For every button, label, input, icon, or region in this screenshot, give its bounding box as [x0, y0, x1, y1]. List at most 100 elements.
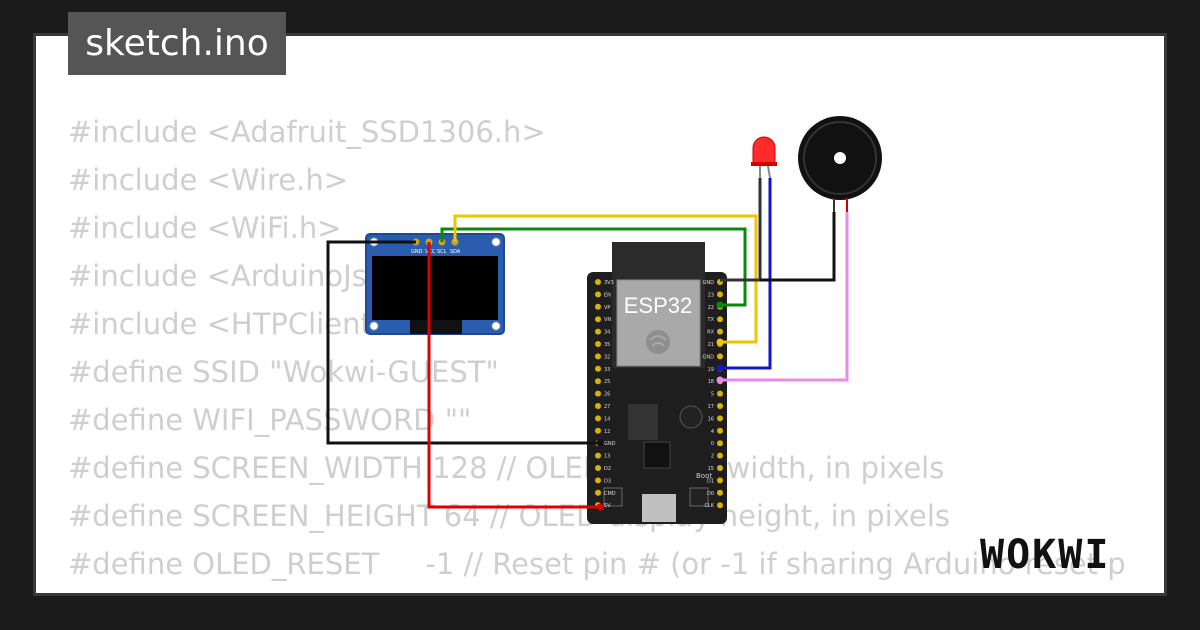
esp32-right-pin-label: 22: [708, 305, 714, 311]
code-line: #include <WiFi.h>: [68, 211, 342, 245]
code-line: #define SSID "Wokwi-GUEST": [68, 355, 499, 389]
esp32-left-pin-hole[interactable]: [595, 365, 601, 372]
esp32-left-pin-label: 26: [604, 392, 610, 398]
esp32-left-pin-label: VP: [604, 305, 610, 311]
esp32-right-pin-hole[interactable]: [717, 316, 723, 323]
wire-oled-vcc: [427, 242, 600, 509]
esp32-left-pin-label: 5V: [604, 503, 611, 509]
esp32-left-pin-label: D2: [604, 466, 611, 472]
en-button[interactable]: [603, 487, 623, 507]
esp32-left-pin-hole[interactable]: [595, 353, 601, 360]
wire-oled-scl: [440, 227, 747, 307]
esp32-right-pin-hole[interactable]: [717, 502, 723, 509]
esp32-left-pin-hole[interactable]: [595, 279, 601, 285]
sketch-filename: sketch.ino: [68, 12, 286, 75]
esp32-left-pin-hole[interactable]: [595, 452, 601, 459]
esp32-right-pin-hole[interactable]: [717, 440, 723, 447]
wires: [326, 178, 849, 509]
esp32-right-pin-hole[interactable]: [717, 427, 723, 434]
esp32-right-pin-hole[interactable]: [717, 477, 723, 484]
oled-pin-scl: SCL: [437, 249, 447, 255]
code-line: #include <HTPClient: [68, 307, 372, 341]
wire-buzzer-signal: [720, 212, 849, 382]
wire-oled-sda: [453, 214, 758, 344]
esp32-left-pin-hole[interactable]: [595, 427, 601, 434]
esp32-right-pin-hole[interactable]: [717, 452, 723, 459]
wire-oled-gnd: [326, 240, 600, 445]
esp32-left-pin-hole[interactable]: [595, 328, 601, 335]
code-line: #define OLED_RESET -1 // Reset pin # (or…: [68, 547, 1126, 581]
wokwi-logo-text: WOKWI: [980, 532, 1110, 576]
esp32-left-pin-label: 33: [604, 367, 610, 373]
esp32-right-pin-hole[interactable]: [717, 328, 723, 335]
esp32-board[interactable]: ESP32 Boot 3V3ENVPVN343532332526271412GN…: [587, 242, 727, 524]
esp32-right-pin-label: 17: [708, 404, 714, 410]
esp32-right-pin-hole[interactable]: [717, 353, 723, 360]
esp32-right-pin-label: 19: [708, 367, 714, 373]
esp32-right-pin-label: 21: [708, 342, 714, 348]
esp32-right-pin-hole[interactable]: [717, 489, 723, 496]
oled-display[interactable]: GND VCC SCL SDA: [365, 233, 505, 335]
esp32-left-pin-hole[interactable]: [595, 477, 601, 484]
wire-buzzer-gnd: [760, 212, 836, 282]
code-line: #define WIFI_PASSWORD "": [68, 403, 472, 437]
oled-pin-sda: SDA: [450, 249, 461, 255]
esp32-right-pin-label: 23: [708, 292, 714, 298]
esp32-left-pin-hole[interactable]: [595, 341, 601, 347]
esp32-label: ESP32: [624, 293, 693, 318]
boot-button[interactable]: [689, 487, 709, 507]
esp32-right-pin-hole[interactable]: [717, 390, 723, 397]
oled-pin-gnd: GND: [411, 249, 423, 255]
esp32-left-pin-hole[interactable]: [595, 465, 601, 471]
esp32-right-pin-label: CLK: [704, 503, 714, 509]
wire-led-signal: [720, 178, 772, 370]
esp32-right-pin-hole[interactable]: [717, 403, 723, 409]
wokwi-logo: WOKWI: [980, 532, 1110, 576]
esp32-left-pin-label: 25: [604, 379, 610, 385]
esp32-left-pin-hole[interactable]: [595, 316, 601, 323]
esp32-right-pin-label: 4: [711, 429, 714, 435]
esp32-left-pin-hole[interactable]: [595, 303, 601, 310]
esp32-right-pin-hole[interactable]: [717, 291, 723, 298]
esp32-right-pin-label: 0: [711, 441, 714, 447]
esp32-right-pin-label: D1: [707, 478, 714, 484]
esp32-right-pin-hole[interactable]: [717, 415, 723, 422]
esp32-left-pin-label: 14: [604, 416, 610, 422]
esp32-left-pin-hole[interactable]: [595, 489, 601, 496]
esp32-left-pin-label: VN: [604, 317, 611, 323]
code-background: #include <Adafruit_SSD1306.h> #include <W…: [68, 108, 1126, 593]
piezo-buzzer[interactable]: [798, 116, 882, 212]
esp32-left-pin-hole[interactable]: [595, 378, 601, 385]
esp32-left-pin-label: 34: [604, 330, 610, 336]
esp32-left-pin-label: CMD: [604, 491, 616, 497]
esp32-left-pin-hole[interactable]: [595, 291, 601, 298]
wire-endpoints: [596, 301, 724, 511]
esp32-left-pin-label: D3: [604, 478, 611, 484]
esp32-right-pin-label: RX: [707, 330, 714, 336]
esp32-right-pin-label: D0: [707, 491, 714, 497]
boot-label: Boot: [696, 472, 712, 480]
code-line: #include <ArduinoJs: [68, 259, 367, 293]
esp32-left-pin-hole[interactable]: [595, 403, 601, 409]
esp32-left-pin-label: 3V3: [604, 280, 614, 286]
usb-port-icon: [642, 494, 676, 522]
esp32-right-pin-label: 16: [708, 416, 714, 422]
esp32-right-pin-label: 2: [711, 454, 714, 460]
esp32-right-pin-hole[interactable]: [717, 465, 723, 471]
esp32-right-pin-label: GND: [703, 280, 715, 286]
code-line: #include <Wire.h>: [68, 163, 349, 197]
esp32-right-pin-label: GND: [703, 354, 715, 360]
esp32-left-pin-label: GND: [604, 441, 616, 447]
esp32-left-pin-label: 13: [604, 454, 610, 460]
esp32-left-pin-label: EN: [604, 292, 611, 298]
esp32-left-pin-label: 32: [604, 354, 610, 360]
esp32-right-pin-label: 18: [708, 379, 714, 385]
esp32-right-pin-label: 15: [708, 466, 714, 472]
red-led[interactable]: [751, 136, 777, 179]
esp32-left-pin-hole[interactable]: [595, 415, 601, 422]
esp32-left-pin-hole[interactable]: [595, 390, 601, 397]
esp32-left-pin-label: 27: [604, 404, 610, 410]
left-pin-header: 3V3ENVPVN343532332526271412GND13D2D3CMD5…: [595, 279, 616, 509]
code-line: #include <Adafruit_SSD1306.h>: [68, 115, 546, 149]
